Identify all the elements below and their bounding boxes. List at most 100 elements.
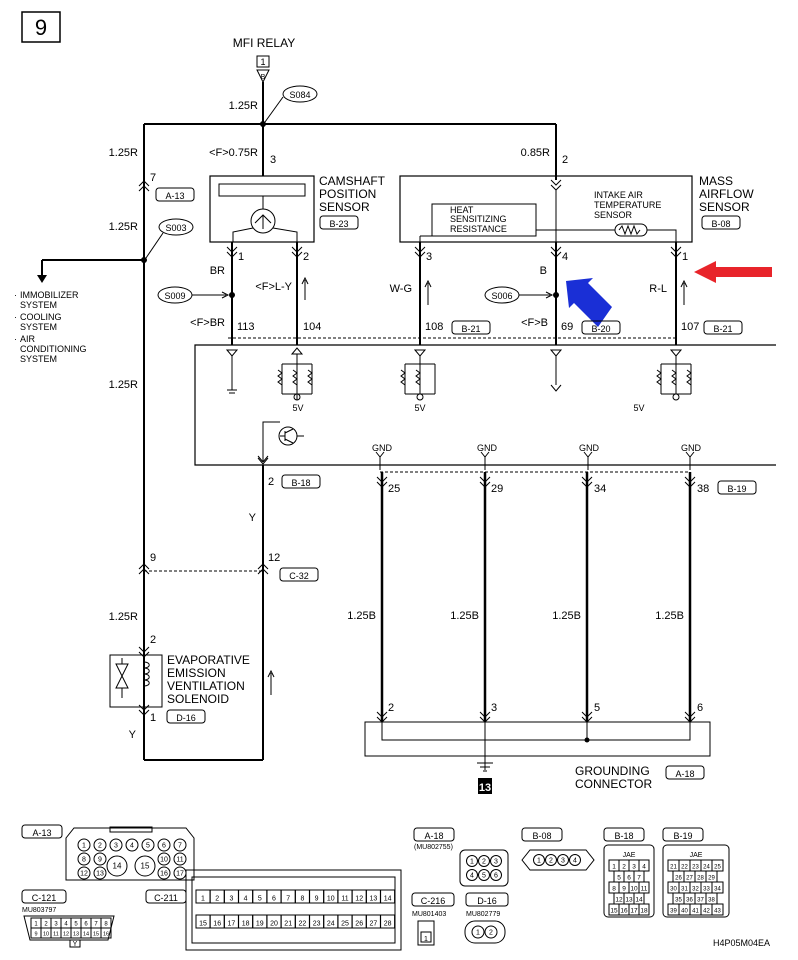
- connector-d16-tag: [166, 709, 206, 724]
- maf-pin-2: 2: [562, 154, 568, 166]
- connector-pin-number: 16: [103, 932, 109, 938]
- grounding-label-1: GROUNDING: [575, 764, 650, 778]
- evap-wire-bottom: Y: [129, 729, 137, 741]
- conn-c216-shell: [417, 920, 435, 946]
- gnd-conn-pin: 6: [697, 702, 703, 714]
- connector-pin-number: 9: [315, 896, 319, 903]
- camshaft-label-3: SENSOR: [319, 200, 370, 214]
- connector-pin-number: 14: [635, 897, 643, 904]
- ecu-pin-29: 29: [491, 483, 503, 495]
- connector-chevron: [138, 563, 150, 575]
- ecu-pin-104: 104: [303, 321, 321, 333]
- ground-wire-label: 1.25B: [655, 610, 684, 622]
- hall-sensor-icon: [250, 208, 276, 234]
- grounding-label-2: CONNECTOR: [575, 777, 652, 791]
- left-wire-low: 1.25R: [109, 379, 138, 391]
- connector-pin-number: 12: [63, 932, 69, 938]
- grounding-bus: [381, 722, 691, 741]
- camshaft-sensor-element: [218, 183, 306, 197]
- splice-s003: [158, 218, 194, 236]
- valve-icon: [115, 658, 129, 698]
- connector-pin-number: 10: [327, 896, 335, 903]
- system-line: COOLING: [20, 312, 62, 322]
- connector-pin: [77, 838, 91, 852]
- connector-pin-number: 12: [355, 896, 363, 903]
- connector-pin: [471, 925, 485, 939]
- connector-pin-number: 8: [82, 857, 86, 864]
- connector-pin-number: 6: [494, 873, 498, 880]
- conn-b19-jae: JAE: [690, 852, 703, 859]
- connector-b23-text: B-23: [329, 219, 348, 229]
- connector-pin-number: 16: [213, 921, 221, 928]
- arrow-down-icon: [37, 275, 47, 283]
- connector-pin-number: 6: [162, 843, 166, 850]
- connector-a13-tag: [155, 187, 195, 202]
- svg-text:·: ·: [14, 290, 17, 300]
- red-arrow-icon: [694, 261, 772, 283]
- connector-pin-number: 10: [43, 932, 49, 938]
- left-wire-bottom: 1.25R: [109, 611, 138, 623]
- connector-b19-tag: [717, 480, 757, 495]
- connector-b18-text: B-18: [291, 478, 310, 488]
- ground-wire-label: 1.25B: [552, 610, 581, 622]
- connector-pin-number: 6: [272, 896, 276, 903]
- connector-pin-number: 7: [178, 843, 182, 850]
- left-wire-mid: 1.25R: [109, 221, 138, 233]
- connector-pin-number: 17: [176, 871, 184, 878]
- connector-pin: [380, 914, 396, 929]
- conn-c121-key-label: Y: [73, 941, 78, 948]
- connector-pin: [545, 854, 557, 866]
- connector-pin: [173, 852, 187, 866]
- connector-chevron: [550, 246, 562, 258]
- splice-s003-leader: [145, 232, 164, 259]
- conn-b18-label: B-18: [614, 831, 633, 841]
- conn-c121-tag: [21, 889, 67, 904]
- maf-label-2: AIRFLOW: [699, 187, 754, 201]
- connector-pin: [484, 925, 498, 939]
- ecu-gnd-label: GND: [681, 443, 702, 453]
- conn-a13-latch: [109, 826, 153, 833]
- connector-pin-number: 15: [141, 862, 150, 871]
- connector-pin: [157, 838, 171, 852]
- connector-b20-text: B-20: [591, 324, 610, 334]
- connector-pin-number: 16: [620, 908, 628, 915]
- connector-b21b-tag: [703, 320, 743, 335]
- system-line: SYSTEM: [20, 322, 57, 332]
- connector-pin-number: 20: [270, 921, 278, 928]
- grounding-connector-box: [364, 721, 711, 757]
- splice-s084-leader: [264, 96, 284, 123]
- cam-pin-3: 3: [270, 154, 276, 166]
- connector-pin-number: 42: [703, 909, 710, 915]
- junction-dot: [229, 292, 235, 298]
- connector-b19-text: B-19: [727, 484, 746, 494]
- connector-d16-text: D-16: [176, 713, 196, 723]
- connector-pin-number: 2: [482, 859, 486, 866]
- connector-pin: [533, 854, 545, 866]
- transistor-icon: [254, 214, 272, 229]
- connector-pin-number: 1: [470, 859, 474, 866]
- connector-chevron: [138, 704, 150, 716]
- connector-pin-number: 19: [256, 921, 264, 928]
- connector-pin-number: 3: [229, 896, 233, 903]
- cam-pin-2: 2: [303, 251, 309, 263]
- conn-a18-label: A-18: [424, 831, 443, 841]
- systems-list: ·IMMOBILIZER SYSTEM ·COOLING SYSTEM ·AIR…: [14, 290, 87, 364]
- conn-a18-tag: [413, 827, 455, 842]
- connector-pin-number: 40: [681, 909, 688, 915]
- connector-pin-number: 2: [549, 858, 553, 865]
- connector-chevron: [138, 646, 150, 658]
- evap-label-3: VENTILATION: [167, 679, 245, 693]
- connector-pin-number: 27: [686, 876, 693, 882]
- connector-pin: [478, 869, 490, 881]
- connector-pin-number: 3: [561, 858, 565, 865]
- evap-label-4: SOLENOID: [167, 692, 229, 706]
- connector-pin-number: 37: [697, 898, 704, 904]
- cam-internal-wiring: [232, 227, 298, 242]
- connector-chevron: [414, 246, 426, 258]
- connector-pin-number: 1: [34, 922, 38, 928]
- coil-icon: [143, 661, 150, 687]
- splice-s084: [282, 85, 318, 103]
- connector-pin: [638, 903, 650, 916]
